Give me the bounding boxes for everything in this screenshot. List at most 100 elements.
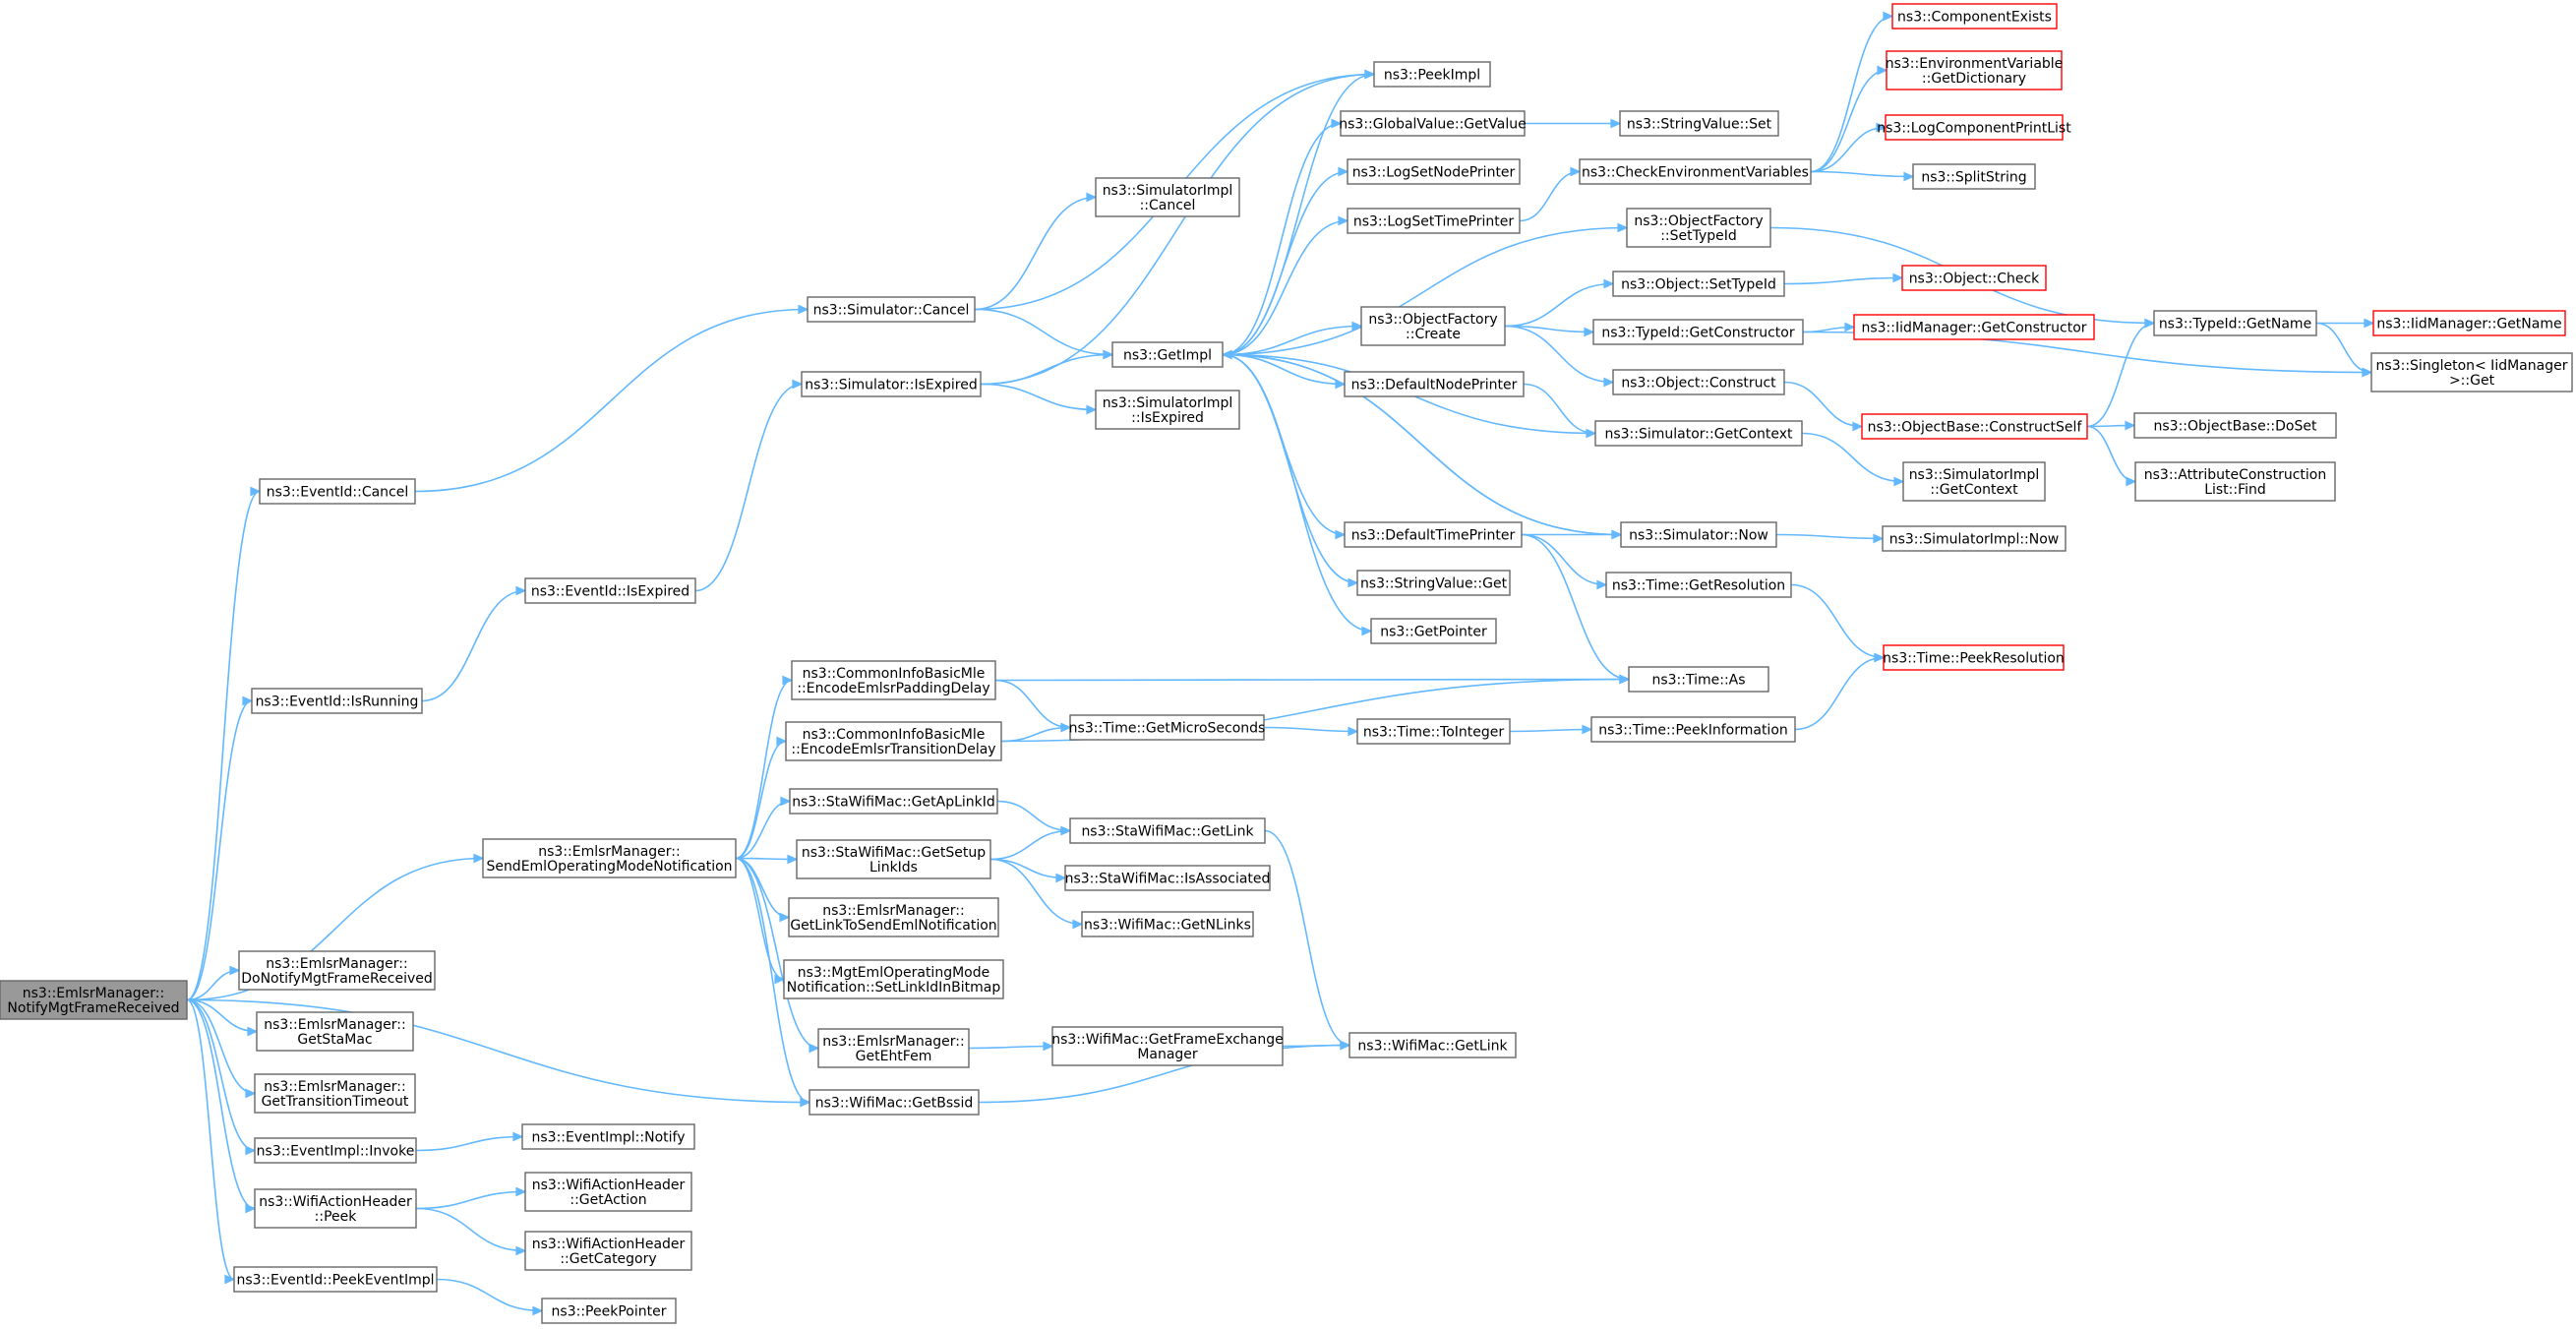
function-node-mgteml-setlinkid[interactable]: ns3::MgtEmlOperatingModeNotification::Se… [783,959,1004,999]
call-edge [735,740,787,860]
function-node-simulator-now[interactable]: ns3::Simulator::Now [1620,521,1777,548]
node-label: ns3::GetPointer [1380,625,1487,640]
function-node-typeid-getconstructor[interactable]: ns3::TypeId::GetConstructor [1592,319,1804,345]
call-edge-arrowhead [1893,476,1905,487]
function-node-logsetnodeprinter[interactable]: ns3::LogSetNodePrinter [1347,158,1521,185]
node-box [1356,570,1511,596]
function-node-singleton-get[interactable]: ns3::Singleton< IidManager>::Get [2370,352,2573,393]
function-node-simulator-getcontext[interactable]: ns3::Simulator::GetContext [1594,420,1803,447]
function-node-splitstring[interactable]: ns3::SplitString [1912,163,2036,190]
function-node-emlsr-getlinktosend[interactable]: ns3::EmlsrManager::GetLinkToSendEmlNotif… [788,897,999,937]
function-node-envvar-getdictionary[interactable]: ns3::EnvironmentVariable::GetDictionary [1886,50,2064,91]
call-edge-arrowhead [229,965,241,976]
function-node-typeid-getname[interactable]: ns3::TypeId::GetName [2153,310,2317,336]
node-label: ::GetAction [569,1192,646,1208]
call-edge [989,858,1083,926]
node-box [1861,413,2088,440]
function-node-emlsr-sendeml[interactable]: ns3::EmlsrManager::SendEmlOperatingModeN… [482,838,737,878]
function-node-simulator-cancel[interactable]: ns3::Simulator::Cancel [807,296,976,323]
function-node-globalvalue-getvalue[interactable]: ns3::GlobalValue::GetValue [1339,110,1527,137]
node-label: ns3::GetImpl [1123,348,1212,364]
function-node-emlsr-donotify[interactable]: ns3::EmlsrManager::DoNotifyMgtFrameRecei… [238,950,436,991]
function-node-cibm-padding[interactable]: ns3::CommonInfoBasicMle::EncodeEmlsrPadd… [791,660,996,700]
function-node-stawifimac-getlink[interactable]: ns3::StaWifiMac::GetLink [1069,817,1266,844]
function-node-defaultnodeprinter[interactable]: ns3::DefaultNodePrinter [1344,371,1525,397]
function-node-objectfactory-settypeid[interactable]: ns3::ObjectFactory::SetTypeId [1626,208,1771,248]
call-edge-arrowhead [779,912,791,923]
function-node-cibm-transition[interactable]: ns3::CommonInfoBasicMle::EncodeEmlsrTran… [785,721,1002,761]
function-node-time-getmicroseconds[interactable]: ns3::Time::GetMicroSeconds [1069,714,1266,741]
call-edge-arrowhead [782,675,794,686]
function-node-simimpl-cancel[interactable]: ns3::SimulatorImpl::Cancel [1095,177,1240,217]
function-node-simimpl-getcontext[interactable]: ns3::SimulatorImpl::GetContext [1902,461,2046,502]
node-box [1902,461,2046,502]
call-edge-arrowhead [1351,321,1363,332]
node-box [788,897,999,937]
function-node-wah-getaction[interactable]: ns3::WifiActionHeader::GetAction [524,1172,692,1212]
function-node-checkenvvars[interactable]: ns3::CheckEnvironmentVariables [1579,158,1812,185]
node-label: ns3::StringValue::Set [1627,117,1772,133]
function-node-stringvalue-get[interactable]: ns3::StringValue::Get [1356,570,1511,596]
function-node-wifimac-getbssid[interactable]: ns3::WifiMac::GetBssid [809,1089,980,1116]
node-label: ns3::EmlsrManager:: [264,1017,405,1033]
function-node-logsettimeprinter[interactable]: ns3::LogSetTimePrinter [1347,208,1521,234]
function-node-logcomponentprintlist[interactable]: ns3::LogComponentPrintList [1877,114,2071,141]
function-node-wifimac-getlink[interactable]: ns3::WifiMac::GetLink [1348,1032,1517,1058]
function-node-object-settypeid[interactable]: ns3::Object::SetTypeId [1612,271,1785,297]
function-node-peekpointer[interactable]: ns3::PeekPointer [541,1298,677,1324]
function-node-eventid-isexpired[interactable]: ns3::EventId::IsExpired [524,577,696,604]
function-node-wah-getcategory[interactable]: ns3::WifiActionHeader::GetCategory [524,1231,692,1271]
function-node-eventimpl-invoke[interactable]: ns3::EventImpl::Invoke [254,1137,417,1164]
function-node-stawifimac-getaplinkid[interactable]: ns3::StaWifiMac::GetApLinkId [789,788,998,815]
node-label: Manager [1137,1047,1198,1062]
function-node-getpointer[interactable]: ns3::GetPointer [1370,618,1497,644]
function-node-peekimpl[interactable]: ns3::PeekImpl [1373,61,1491,88]
call-edge-arrowhead [1338,166,1349,177]
function-node-time-getresolution[interactable]: ns3::Time::GetResolution [1605,572,1792,598]
call-edge [186,699,253,1001]
function-node-time-peekresolution[interactable]: ns3::Time::PeekResolution [1883,644,2065,671]
function-node-stringvalue-set[interactable]: ns3::StringValue::Set [1619,110,1779,137]
node-box [524,577,696,604]
function-node-simulator-isexpired[interactable]: ns3::Simulator::IsExpired [801,371,982,397]
call-edge [1509,728,1592,733]
function-node-simimpl-now[interactable]: ns3::SimulatorImpl::Now [1882,525,2067,552]
function-node-time-peekinformation[interactable]: ns3::Time::PeekInformation [1590,716,1796,743]
node-box [1886,50,2063,91]
function-node-object-check[interactable]: ns3::Object::Check [1901,265,2047,291]
function-node-getimpl[interactable]: ns3::GetImpl [1111,341,1224,368]
function-node-object-construct[interactable]: ns3::Object::Construct [1612,369,1785,395]
function-node-emlsr-gettransition[interactable]: ns3::EmlsrManager::GetTransitionTimeout [254,1073,416,1114]
function-node-objectfactory-create[interactable]: ns3::ObjectFactory::Create [1360,306,1506,346]
function-node-eventid-peekeventimpl[interactable]: ns3::EventId::PeekEventImpl [233,1266,438,1293]
function-node-root[interactable]: ns3::EmlsrManager::NotifyMgtFrameReceive… [0,980,188,1020]
nodes-layer: ns3::EmlsrManager::NotifyMgtFrameReceive… [0,3,2573,1324]
function-node-wifimac-getnlinks[interactable]: ns3::WifiMac::GetNLinks [1081,911,1254,937]
call-edge [1222,353,1622,536]
call-edge-arrowhead [1596,579,1608,590]
function-node-componentexists[interactable]: ns3::ComponentExists [1891,3,2058,30]
function-node-time-as[interactable]: ns3::Time::As [1628,666,1769,693]
call-edge [996,800,1071,832]
function-node-objectbase-doset[interactable]: ns3::ObjectBase::DoSet [2133,412,2337,439]
call-edge-arrowhead [1874,652,1886,663]
node-box [809,1089,980,1116]
function-node-simimpl-isexpired[interactable]: ns3::SimulatorImpl::IsExpired [1095,390,1240,430]
function-node-iidmanager-getname[interactable]: ns3::IidManager::GetName [2372,310,2566,336]
call-edge [735,800,791,860]
function-node-stawifimac-isassociated[interactable]: ns3::StaWifiMac::IsAssociated [1064,865,1271,891]
node-box [1882,525,2067,552]
function-node-eventid-isrunning[interactable]: ns3::EventId::IsRunning [251,688,423,714]
function-node-defaulttimeprinter[interactable]: ns3::DefaultTimePrinter [1344,521,1523,548]
function-node-eventid-cancel[interactable]: ns3::EventId::Cancel [259,478,416,505]
function-node-objectbase-constructself[interactable]: ns3::ObjectBase::ConstructSelf [1861,413,2088,440]
function-node-iidmanager-getconstructor[interactable]: ns3::IidManager::GetConstructor [1853,314,2095,340]
function-node-time-tointeger[interactable]: ns3::Time::ToInteger [1356,718,1511,745]
function-node-emlsr-getehtfem[interactable]: ns3::EmlsrManager::GetEhtFem [817,1028,970,1068]
function-node-eventimpl-notify[interactable]: ns3::EventImpl::Notify [521,1123,695,1150]
function-node-wifiactionheader-peek[interactable]: ns3::WifiActionHeader::Peek [254,1188,417,1229]
function-node-emlsr-getstamac[interactable]: ns3::EmlsrManager::GetStaMac [256,1011,414,1052]
